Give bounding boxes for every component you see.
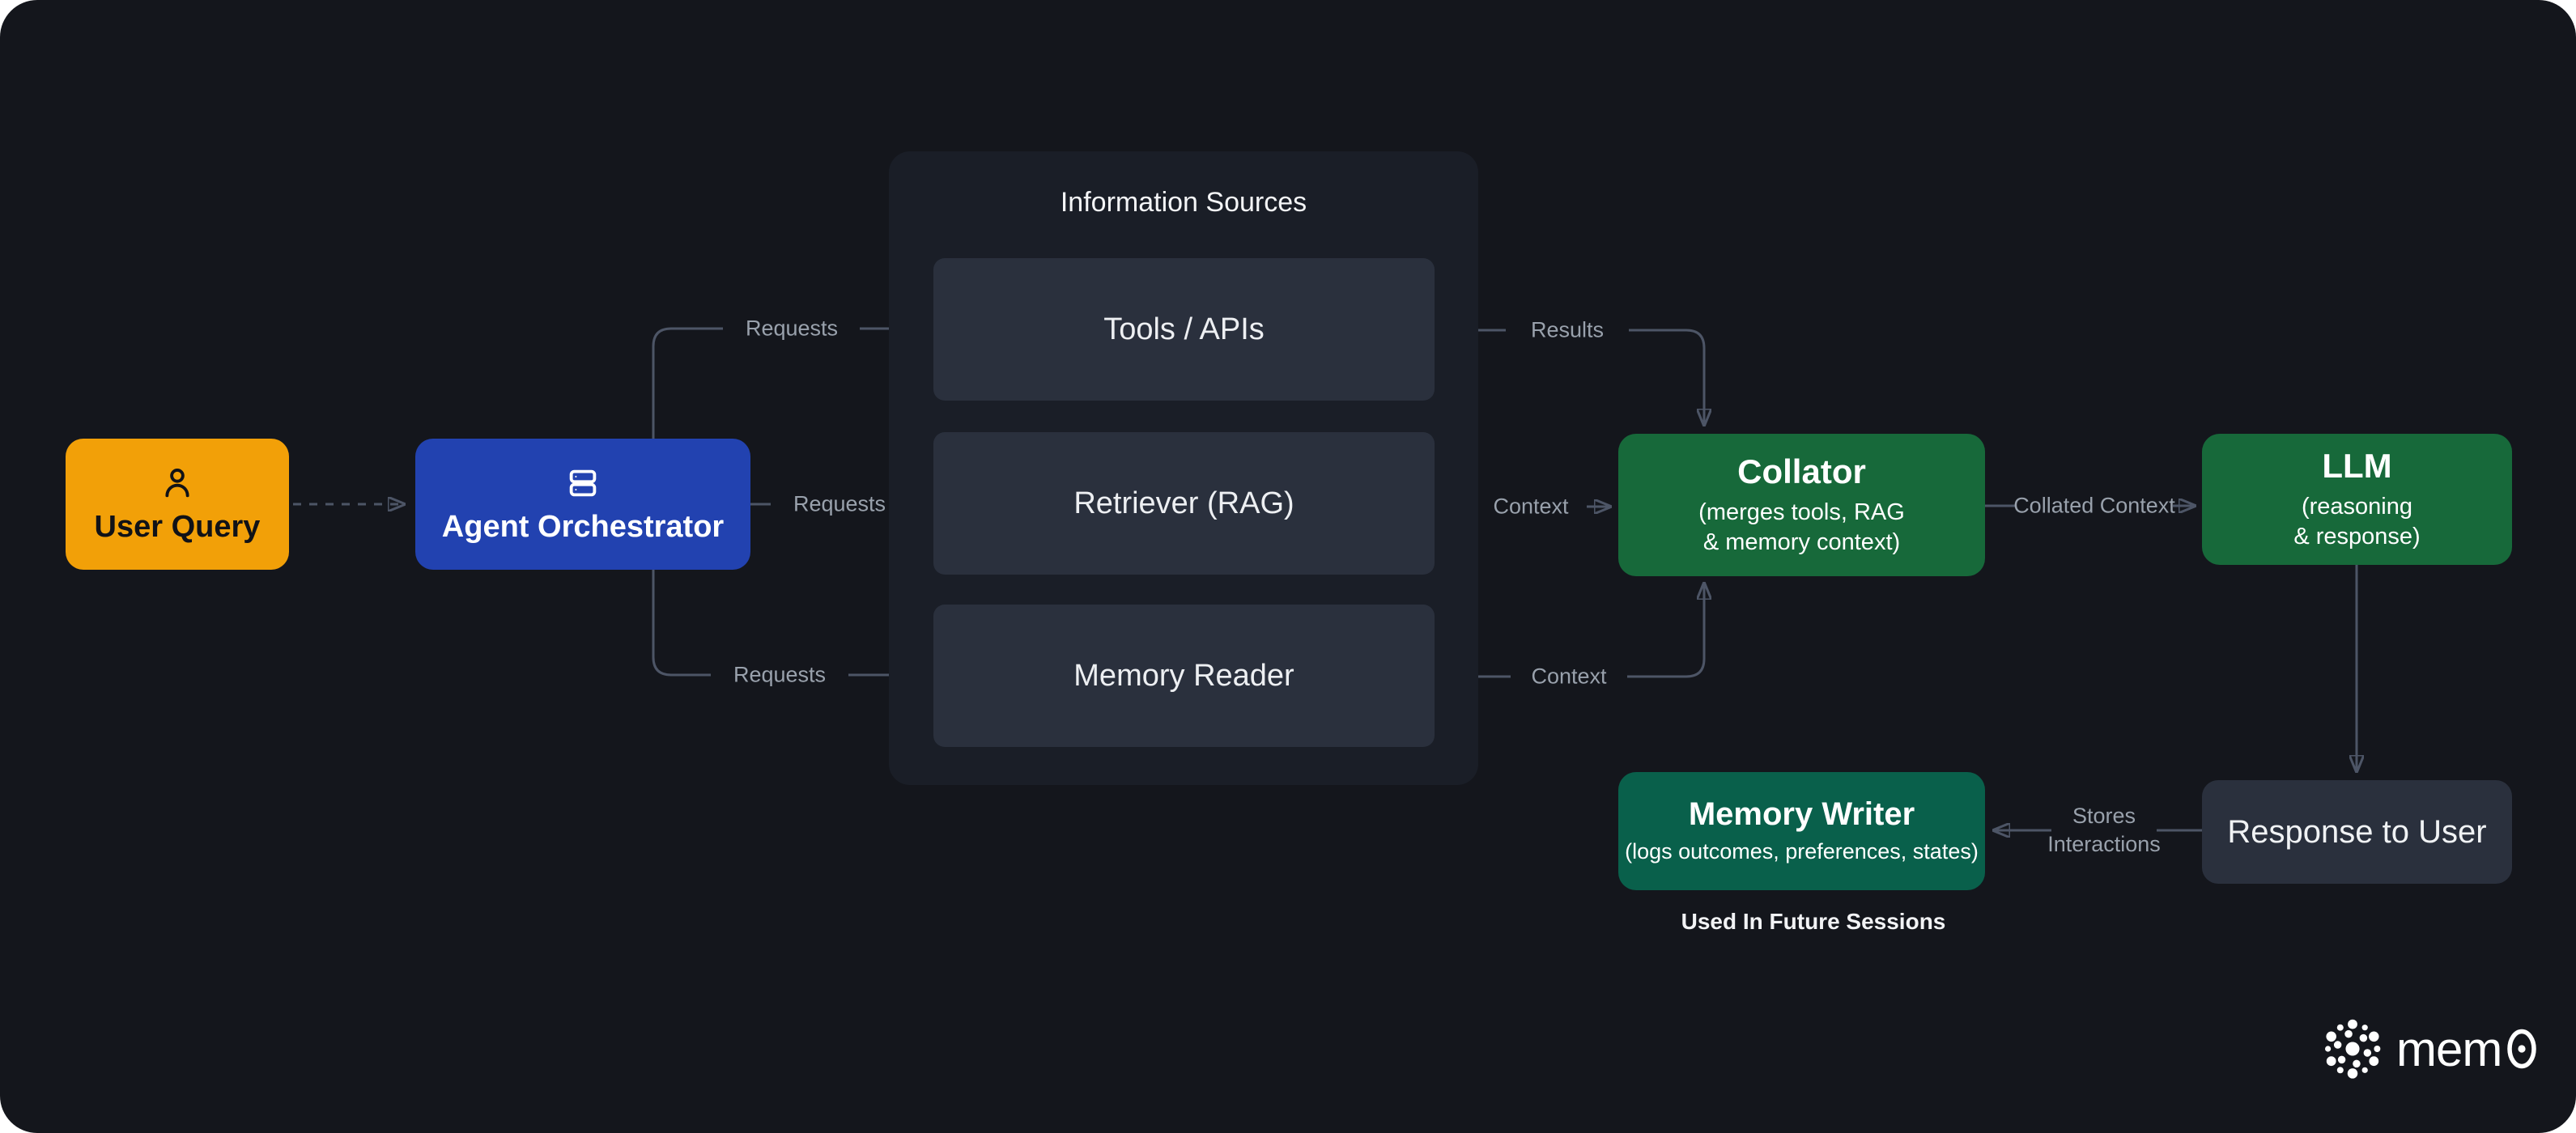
memory-reader-label: Memory Reader [1073,658,1294,693]
mem0-burst-icon [2322,1018,2383,1080]
edge-label-requests-top: Requests [745,316,839,341]
user-query-label: User Query [94,509,261,544]
edge-label-requests-bottom: Requests [733,662,827,687]
collator-subtitle-line2: & memory context) [1702,529,1901,555]
mem0-logo: mem [2322,1018,2539,1080]
tools-apis-label: Tools / APIs [1103,312,1265,346]
server-icon [564,465,601,502]
node-agent-orchestrator: Agent Orchestrator [415,439,750,570]
information-sources-panel: Information Sources Tools / APIs Retriev… [889,151,1478,785]
user-icon [159,465,196,502]
agent-orchestrator-label: Agent Orchestrator [441,509,725,544]
response-to-user-label: Response to User [2227,813,2487,850]
llm-subtitle-line2: & response) [2293,524,2421,550]
edge-label-context-bottom: Context [1531,664,1607,689]
llm-subtitle: (reasoning & response) [2293,492,2420,552]
llm-subtitle-line1: (reasoning [2301,493,2412,520]
used-in-future-sessions-note: Used In Future Sessions [1681,909,1946,934]
node-collator: Collator (merges tools, RAG & memory con… [1618,434,1985,576]
edge-context-bottom-b [1627,584,1704,678]
collator-subtitle: (merges tools, RAG & memory context) [1698,498,1905,558]
mem0-zero-glyph [2505,1022,2539,1076]
mem0-wordmark: mem [2396,1021,2539,1077]
node-memory-reader: Memory Reader [933,605,1435,747]
collator-subtitle-line1: (merges tools, RAG [1698,499,1905,525]
node-user-query: User Query [66,439,289,570]
llm-title: LLM [2322,446,2392,485]
edge-label-context-mid: Context [1493,494,1569,519]
information-sources-title: Information Sources [1060,187,1307,218]
memory-writer-subtitle: (logs outcomes, preferences, states) [1625,839,1979,864]
edge-label-requests-mid: Requests [793,491,886,516]
retriever-rag-label: Retriever (RAG) [1073,486,1294,520]
edge-label-results: Results [1530,317,1605,342]
edge-label-stores-line1: Stores [2072,803,2136,828]
node-llm: LLM (reasoning & response) [2202,434,2512,565]
collator-title: Collator [1737,452,1866,490]
node-response-to-user: Response to User [2202,780,2512,884]
edge-requests-top-a [652,327,723,439]
memory-writer-title: Memory Writer [1688,796,1915,833]
edge-requests-bottom-a [652,570,711,677]
node-tools-apis: Tools / APIs [933,258,1435,401]
edge-label-stores-interactions: Stores Interactions [2047,802,2161,859]
edge-results-b [1629,329,1704,424]
mem0-wordmark-prefix: mem [2396,1021,2502,1076]
node-memory-writer: Memory Writer (logs outcomes, preference… [1618,772,1985,890]
edge-label-collated-context: Collated Context [2013,493,2175,518]
node-retriever-rag: Retriever (RAG) [933,432,1435,575]
edge-label-stores-line2: Interactions [2047,832,2161,856]
